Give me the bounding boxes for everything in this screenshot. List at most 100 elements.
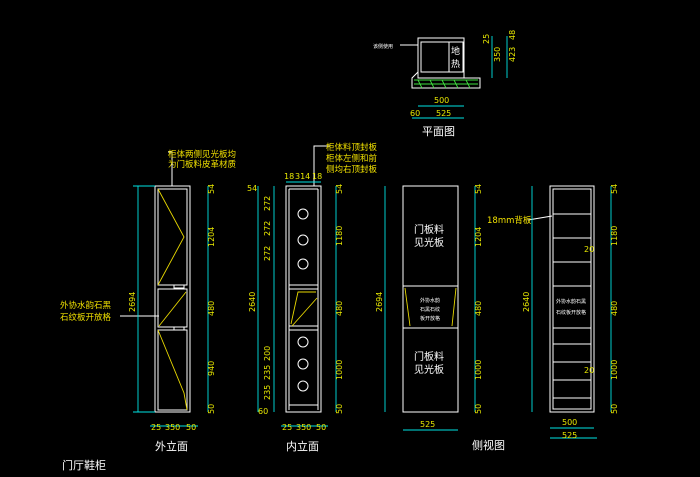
plan-view: 该侧使用 地 热 25 350 423 48 500 525 60 平面图 xyxy=(373,30,517,138)
inner-dim-b25: 25 xyxy=(282,423,292,432)
inner-callout-2: 柜体左侧和前 xyxy=(326,153,378,164)
outer-handle-bottom xyxy=(173,326,185,331)
outer-callout-leader xyxy=(168,151,173,186)
outer-dim-25: 25 xyxy=(151,423,161,432)
side-dim-525: 525 xyxy=(420,420,435,429)
side-label-mid-3: 板开放格 xyxy=(420,315,440,322)
inner-callout-1: 柜体料顶封板 xyxy=(326,142,378,153)
inner-dim-1000: 1000 xyxy=(335,360,344,380)
side-dim-480: 480 xyxy=(474,301,483,316)
inner-open-shelf-mark xyxy=(290,291,318,327)
inner-dim-60: 60 xyxy=(258,407,268,416)
inner-dim-235a: 235 xyxy=(263,365,272,380)
back-dim-1000: 1000 xyxy=(610,360,619,380)
inner-rail-circle xyxy=(297,234,309,246)
outer-dim-total: 2694 xyxy=(128,292,137,312)
outer-callout-left-2: 石纹板开放格 xyxy=(60,312,112,323)
inner-dim-235b: 235 xyxy=(263,385,272,400)
outer-callout-left-1: 外协水韵石黑 xyxy=(60,300,112,311)
inner-rail-circle xyxy=(297,336,309,348)
outer-dim-50b: 50 xyxy=(186,423,196,432)
side-label-bot-1: 门板料 xyxy=(414,350,444,363)
back-dim-1180: 1180 xyxy=(610,226,619,246)
plan-dim-48: 48 xyxy=(508,30,517,40)
outer-callout-top-2: 为门板料皮革材质 xyxy=(168,159,237,170)
inner-dim-272b: 272 xyxy=(263,221,272,236)
inner-dim-54: 54 xyxy=(247,184,257,193)
side-dim-total: 2694 xyxy=(375,292,384,312)
side-label-mid-2: 石黑石纹 xyxy=(420,306,440,313)
inner-dim-b50: 50 xyxy=(316,423,326,432)
plan-cabinet-inner xyxy=(420,41,450,73)
inner-dim-1180: 1180 xyxy=(335,226,344,246)
back-cabinet-inner xyxy=(552,188,592,410)
side-dim-1000: 1000 xyxy=(474,360,483,380)
outer-upper-door xyxy=(157,188,188,286)
back-dim-500: 500 xyxy=(562,418,577,427)
plan-dim-25: 25 xyxy=(482,34,491,44)
plan-floor-heating-box xyxy=(448,41,464,73)
back-cabinet-outline xyxy=(549,185,595,413)
inner-rail-circle xyxy=(297,380,309,392)
inner-elevation: 柜体料顶封板 柜体左侧和前 侧均右顶封板 18 314 18 2640 54 2… xyxy=(247,142,378,453)
inner-dim-272c: 272 xyxy=(263,246,272,261)
back-dim-480: 480 xyxy=(610,301,619,316)
side-dim-50: 50 xyxy=(474,404,483,414)
outer-dim-480: 480 xyxy=(207,301,216,316)
outer-cabinet-outline xyxy=(154,185,191,413)
back-dim-54: 54 xyxy=(610,184,619,194)
back-label-mid-1: 外协水韵石黑 xyxy=(556,298,586,305)
back-dim-total: 2640 xyxy=(522,292,531,312)
inner-rail-circle xyxy=(297,208,309,220)
outer-door-swing xyxy=(157,188,188,411)
inner-dim-r50: 50 xyxy=(335,404,344,414)
outer-title: 外立面 xyxy=(155,439,188,453)
inner-dim-total: 2640 xyxy=(248,292,257,312)
back-dim-50: 50 xyxy=(610,404,619,414)
plan-dim-350: 350 xyxy=(493,47,502,62)
side-label-top-2: 见光板 xyxy=(414,236,444,249)
outer-lower-door xyxy=(157,329,188,411)
inner-title: 内立面 xyxy=(286,439,319,453)
inner-rail-circle xyxy=(297,258,309,270)
inner-dim-r54: 54 xyxy=(335,184,344,194)
back-callout: 18mm背板 xyxy=(487,215,532,226)
outer-shelf-mark xyxy=(158,291,187,327)
plan-cabinet-outline xyxy=(417,37,465,79)
inner-dim-480: 480 xyxy=(335,301,344,316)
inner-dim-18a: 18 xyxy=(284,172,294,181)
side-view: 门板料 见光板 外协水韵 石黑石纹 板开放格 门板料 见光板 2694 54 1… xyxy=(375,184,505,452)
plan-title: 平面图 xyxy=(422,125,455,138)
side-label-bot-2: 见光板 xyxy=(414,363,444,376)
inner-callout-3: 侧均右顶封板 xyxy=(326,164,378,175)
inner-dim-200: 200 xyxy=(263,346,272,361)
inner-callout-leader xyxy=(313,145,330,186)
plan-dim-60: 60 xyxy=(410,109,420,118)
inner-cabinet-outline xyxy=(285,185,322,413)
inner-dim-272a: 272 xyxy=(263,196,272,211)
inner-dim-18b: 18 xyxy=(312,172,322,181)
outer-elevation: 柜体两侧见光板均 为门板料皮革材质 外协水韵石黑 石纹板开放格 2694 54 … xyxy=(60,149,237,453)
plan-note: 该侧使用 xyxy=(373,43,393,50)
outer-dim-350: 350 xyxy=(165,423,180,432)
side-dim-54: 54 xyxy=(474,184,483,194)
plan-wall-hatch xyxy=(414,79,478,89)
side-label-mid-1: 外协水韵 xyxy=(420,297,440,304)
plan-dim-500: 500 xyxy=(434,96,449,105)
back-dim-20b: 20 xyxy=(584,366,594,375)
outer-dim-1204: 1204 xyxy=(207,227,216,247)
outer-callout-top-1: 柜体两侧见光板均 xyxy=(168,149,236,160)
plan-label-re: 热 xyxy=(451,58,460,70)
drawing-title: 门厅鞋柜 xyxy=(62,458,106,472)
plan-dim-525: 525 xyxy=(436,109,451,118)
outer-dim-54: 54 xyxy=(207,184,216,194)
back-dim-20a: 20 xyxy=(584,245,594,254)
back-view: 外协水韵石黑 石纹板开放格 18mm背板 2640 54 1180 480 10… xyxy=(487,184,619,440)
side-cabinet-outline xyxy=(402,185,459,413)
outer-open-shelf xyxy=(157,288,188,328)
inner-dim-314: 314 xyxy=(295,172,310,181)
back-dim-525: 525 xyxy=(562,431,577,440)
side-dim-1204: 1204 xyxy=(474,227,483,247)
inner-rail-circle xyxy=(297,358,309,370)
